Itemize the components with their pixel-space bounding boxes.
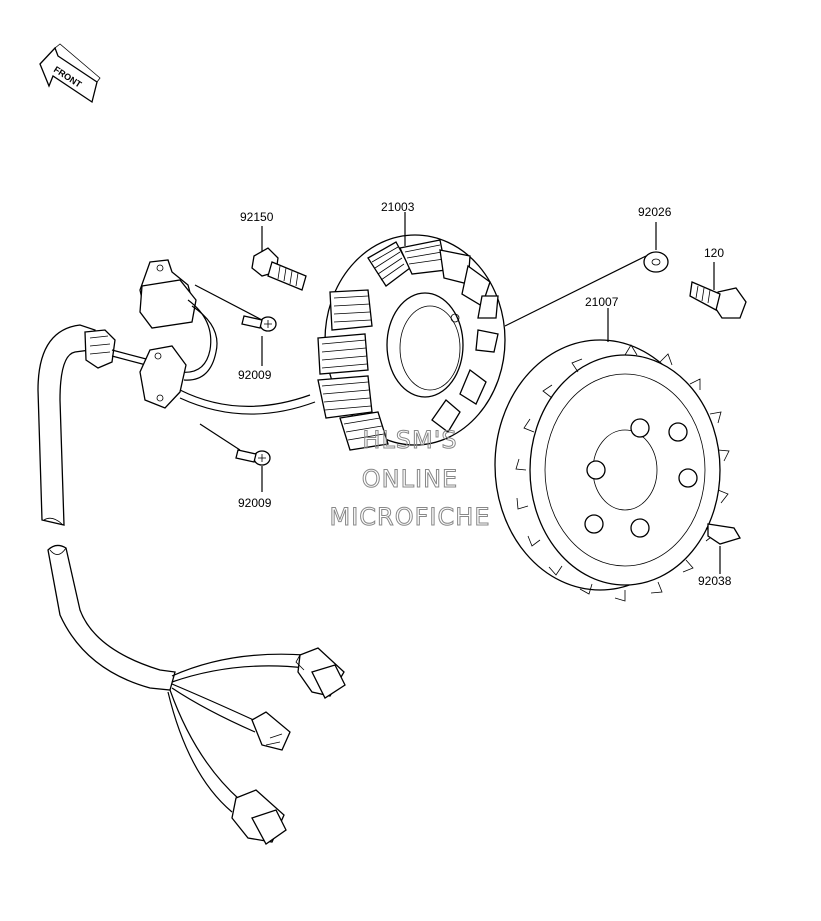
screw-part-92009-lower bbox=[235, 449, 271, 466]
stator-part-21003 bbox=[317, 234, 506, 451]
washer-part-92026 bbox=[643, 251, 669, 273]
screw-part-92009-upper bbox=[241, 315, 277, 332]
label-21007: 21007 bbox=[585, 295, 619, 309]
watermark-line-1: HLSM'S bbox=[362, 426, 457, 454]
front-arrow-icon: FRONT bbox=[39, 43, 101, 104]
label-92009-lower: 92009 bbox=[238, 496, 272, 510]
label-120: 120 bbox=[704, 246, 724, 260]
label-21003: 21003 bbox=[381, 200, 415, 214]
watermark: HLSM'S ONLINE MICROFICHE bbox=[329, 426, 491, 532]
label-92009-upper: 92009 bbox=[238, 368, 272, 382]
label-92150: 92150 bbox=[240, 210, 274, 224]
label-92038: 92038 bbox=[698, 574, 732, 588]
wiring-harness bbox=[37, 324, 307, 813]
connector-large-lower bbox=[231, 789, 287, 845]
connector-small-middle bbox=[251, 711, 291, 751]
watermark-line-3: MICROFICHE bbox=[330, 503, 491, 531]
pickup-coil-assembly bbox=[139, 259, 316, 415]
leader-lines bbox=[194, 212, 721, 574]
label-92026: 92026 bbox=[638, 205, 672, 219]
flywheel-part-21007 bbox=[494, 339, 730, 602]
watermark-line-2: ONLINE bbox=[362, 465, 458, 493]
bolt-part-120 bbox=[689, 281, 747, 319]
connector-large-upper bbox=[295, 647, 346, 699]
key-part-92038 bbox=[707, 523, 741, 545]
bolt-part-92150 bbox=[251, 247, 307, 291]
